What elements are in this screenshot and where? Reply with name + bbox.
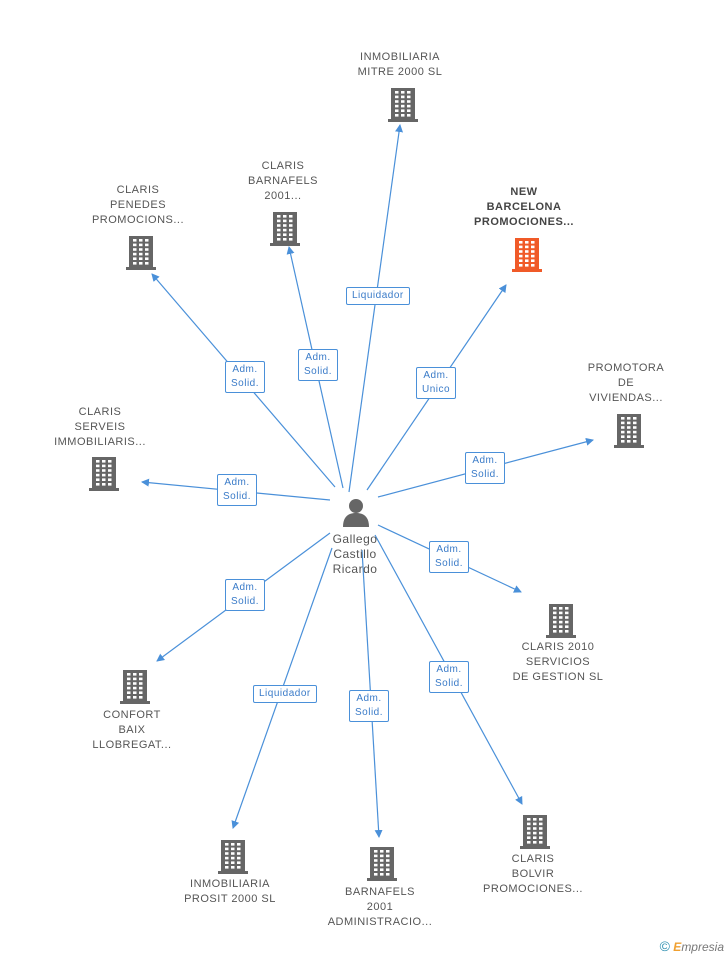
edge-label-claris-bolvir[interactable]: Adm. Solid. [429,661,470,693]
company-label-line: CLARIS 2010 [521,641,595,653]
company-label-line: CLARIS [511,853,555,865]
company-label-line: 2001... [264,190,302,202]
company-label-line: BARNAFELS [345,886,415,898]
center-name-line-2: Castillo [333,547,377,561]
edge-label-line: Adm. [232,582,258,593]
edge-label-claris-penedes[interactable]: Adm. Solid. [225,361,266,393]
building-icon-claris-bolvir[interactable] [520,813,550,849]
edge-label-line: Solid. [231,378,260,389]
edge-label-line: Adm. [356,693,382,704]
edge-inmobiliaria-mitre [348,124,403,493]
company-label-line: NEW [510,186,538,198]
edge-label-line: Solid. [231,596,260,607]
edge-label-barnafels-2001[interactable]: Adm. Solid. [349,690,390,722]
edge-label-line: Solid. [223,491,252,502]
footer-brand: © Empresia [660,938,724,954]
company-label-line: LLOBREGAT... [92,739,172,751]
company-label-line: CONFORT [103,709,161,721]
company-label-line: PROMOCIONES... [483,883,583,895]
edge-label-claris-serveis[interactable]: Adm. Solid. [217,474,258,506]
company-label-line: PROMOTORA [587,362,665,374]
company-label-line: INMOBILIARIA [360,51,440,63]
company-label-line: CLARIS [261,160,305,172]
edge-label-line: Solid. [471,469,500,480]
company-label-claris-barnafels[interactable]: CLARIS BARNAFELS 2001... [208,159,358,204]
brand-logo-text: mpresia [681,940,724,954]
company-label-line: BARCELONA [486,201,562,213]
company-label-line: PROMOCIONES... [474,216,574,228]
edge-label-line: Solid. [355,707,384,718]
edge-label-line: Adm. [232,364,258,375]
company-label-line: BARNAFELS [248,175,318,187]
brand-logo-initial: E [673,940,682,954]
building-icon-claris-serveis[interactable] [89,455,119,491]
building-icon-claris-barnafels[interactable] [270,210,300,246]
center-name-line-3: Ricardo [332,562,378,576]
company-label-inmobiliaria-mitre[interactable]: INMOBILIARIA MITRE 2000 SL [325,50,475,80]
building-icon-confort-baix[interactable] [120,668,150,704]
company-label-line: 2001 [366,901,394,913]
edge-label-confort-baix[interactable]: Adm. Solid. [225,579,266,611]
building-icon-claris-2010[interactable] [546,602,576,638]
edge-label-line: Solid. [304,366,333,377]
company-label-line: PENEDES [109,199,167,211]
center-person-name[interactable]: Gallego Castillo Ricardo [295,532,415,577]
company-label-line: CLARIS [116,184,160,196]
company-label-line: PROSIT 2000 SL [184,893,276,905]
company-label-line: INMOBILIARIA [190,878,270,890]
company-label-line: BOLVIR [511,868,555,880]
edge-label-line: Solid. [435,558,464,569]
building-icon-promotora-viviendas[interactable] [614,412,644,448]
building-icon-barnafels-2001[interactable] [367,845,397,881]
edge-label-line: Solid. [435,678,464,689]
company-label-line: BAIX [118,724,146,736]
company-label-confort-baix[interactable]: CONFORT BAIX LLOBREGAT... [57,708,207,753]
company-label-line: IMMOBILIARIS... [54,436,146,448]
edge-label-line: Liquidador [259,688,311,699]
building-icon-inmobiliaria-mitre[interactable] [388,86,418,122]
edge-label-claris-2010[interactable]: Adm. Solid. [429,541,470,573]
company-label-line: ADMINISTRACIO... [327,916,433,928]
company-label-new-barcelona[interactable]: NEW BARCELONA PROMOCIONES... [449,185,599,230]
edge-label-line: Adm. [436,664,462,675]
company-label-line: MITRE 2000 SL [357,66,443,78]
company-label-line: VIVIENDAS... [589,392,663,404]
person-icon[interactable] [341,497,371,527]
copyright-symbol: © [659,938,670,954]
edge-label-line: Liquidador [352,290,404,301]
building-icon-claris-penedes[interactable] [126,234,156,270]
edge-label-inmobiliaria-prosit[interactable]: Liquidador [253,685,317,703]
edge-label-line: Adm. [224,477,250,488]
edge-label-inmobiliaria-mitre[interactable]: Liquidador [346,287,410,305]
edge-label-line: Unico [422,384,451,395]
company-label-line: DE GESTION SL [512,671,604,683]
company-label-line: CLARIS [78,406,122,418]
company-label-line: DE [617,377,635,389]
company-label-claris-penedes[interactable]: CLARIS PENEDES PROMOCIONS... [63,183,213,228]
edge-label-claris-barnafels[interactable]: Adm. Solid. [298,349,339,381]
edge-label-line: Adm. [423,370,449,381]
edge-label-line: Adm. [436,544,462,555]
center-name-line-1: Gallego [332,532,378,546]
company-label-promotora-viviendas[interactable]: PROMOTORA DE VIVIENDAS... [551,361,701,406]
company-label-claris-bolvir[interactable]: CLARIS BOLVIR PROMOCIONES... [458,852,608,897]
building-icon-inmobiliaria-prosit[interactable] [218,838,248,874]
company-label-line: SERVICIOS [525,656,591,668]
edge-label-new-barcelona[interactable]: Adm. Unico [416,367,457,399]
building-icon-new-barcelona[interactable] [512,236,542,272]
company-label-line: PROMOCIONS... [91,214,185,226]
edge-label-promotora-viviendas[interactable]: Adm. Solid. [465,452,506,484]
edge-label-line: Adm. [305,352,331,363]
company-label-claris-serveis[interactable]: CLARIS SERVEIS IMMOBILIARIS... [25,405,175,450]
company-label-inmobiliaria-prosit[interactable]: INMOBILIARIA PROSIT 2000 SL [155,877,305,907]
company-label-line: SERVEIS [74,421,126,433]
edge-label-line: Adm. [472,455,498,466]
